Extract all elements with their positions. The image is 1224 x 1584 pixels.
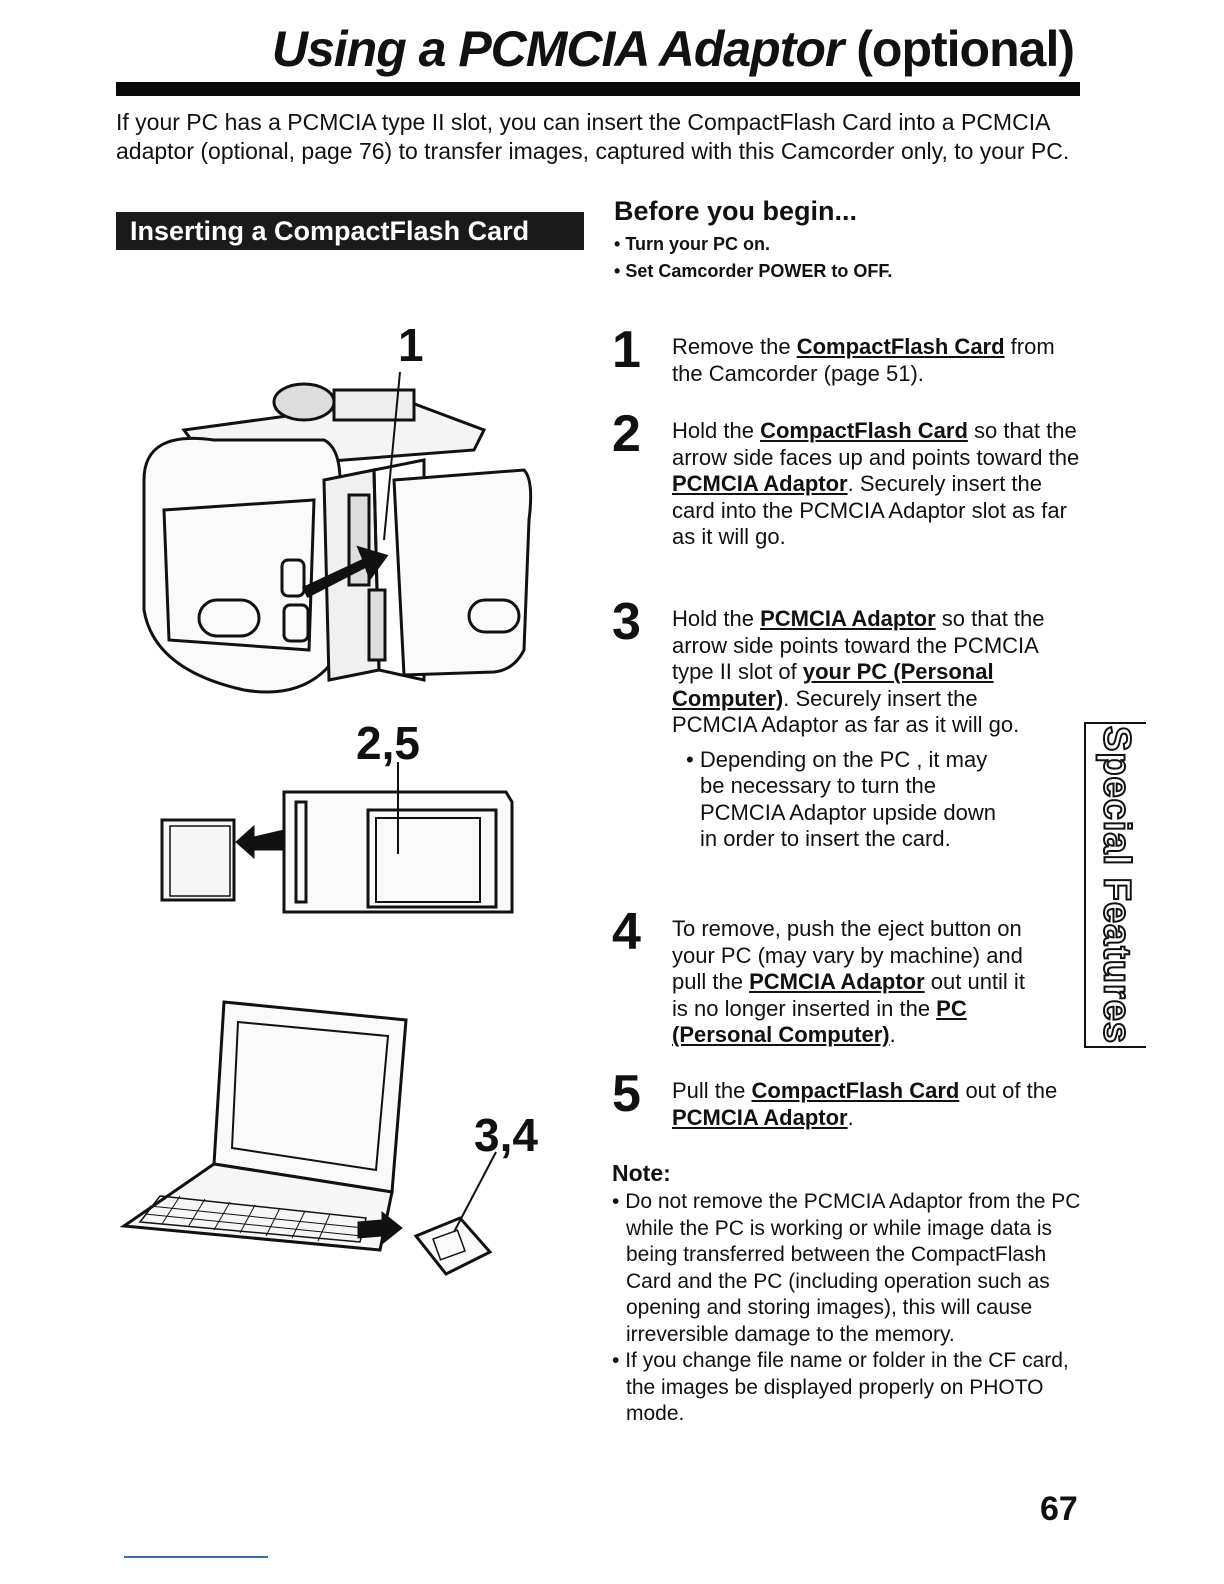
camcorder-illustration (142, 371, 533, 694)
step-text-part: Hold the (672, 606, 761, 631)
step-term: PC (Personal Computer) (672, 995, 967, 1048)
title-block: Using a PCMCIA Adaptor (optional) (116, 20, 1080, 98)
step-3: 3 Hold the PCMCIA Adaptor so that the ar… (612, 593, 1082, 853)
note-heading: Note: (612, 1160, 671, 1186)
title-rule (116, 82, 1080, 96)
step-3-subbullet: • Depending on the PC , it may be necess… (686, 746, 996, 852)
step-5: 5 Pull the CompactFlash Card out of the … (612, 1065, 1082, 1131)
step-text-part: . Securely insert the PCMCIA Adaptor as … (672, 685, 1020, 738)
step-text-part: from the Camcorder (page 51). (672, 334, 1055, 386)
note-block: Note: Do not remove the PCMCIA Adaptor f… (612, 1160, 1092, 1428)
step-number: 4 (612, 903, 641, 961)
before-item: Turn your PC on. (614, 231, 1074, 258)
step-text-part: Pull the (672, 1078, 752, 1103)
step-term: CompactFlash Card (796, 334, 1005, 359)
before-you-begin: Before you begin... Turn your PC on. Set… (614, 196, 1074, 285)
step-text-part: so that the arrow side points toward the… (672, 606, 1045, 684)
step-term: PCMCIA Adaptor (672, 471, 848, 496)
page-title: Using a PCMCIA Adaptor (optional) (271, 20, 1075, 78)
callout-2-5: 2,5 (356, 717, 420, 769)
card-adaptor-illustration (160, 762, 514, 914)
step-text: Pull the CompactFlash Card out of the PC… (672, 1078, 1082, 1131)
side-tab-label: Special Features (1095, 725, 1139, 1045)
note-item: Do not remove the PCMCIA Adaptor from th… (612, 1189, 1092, 1348)
intro-paragraph: If your PC has a PCMCIA type II slot, yo… (116, 109, 1070, 164)
step-text-part: so that the arrow side faces up and poin… (672, 418, 1080, 470)
callout-3-4: 3,4 (474, 1109, 538, 1161)
step-text-part: . (889, 1022, 896, 1047)
page-title-optional: (optional) (856, 21, 1075, 77)
bottom-rule (124, 1556, 268, 1558)
section-heading: Inserting a CompactFlash Card (116, 212, 584, 250)
subbullet-text: Depending on the PC , it may be necessar… (699, 746, 996, 852)
step-1: 1 Remove the CompactFlash Card from the … (612, 321, 1082, 387)
note-item: If you change file name or folder in the… (612, 1348, 1092, 1428)
step-term: your PC (Personal Computer) (672, 659, 994, 711)
step-text-part: . Securely insert the card into the PCMC… (672, 471, 1067, 549)
step-number: 1 (612, 321, 641, 379)
step-text: Remove the CompactFlash Card from the Ca… (672, 334, 1082, 387)
before-list: Turn your PC on. Set Camcorder POWER to … (614, 231, 1074, 285)
step-text-part: Hold the (672, 418, 761, 443)
step-term: PCMCIA Adaptor (672, 1104, 848, 1130)
step-number: 3 (612, 593, 641, 651)
page-title-main: Using a PCMCIA Adaptor (271, 21, 845, 77)
step-text-part: To remove, push the eject button on your… (672, 916, 1023, 994)
step-text-part: out of the (959, 1078, 1058, 1103)
step-text-part: Remove the (672, 334, 797, 359)
callout-1: 1 (398, 319, 424, 371)
side-tab: Special Features (1084, 722, 1146, 1048)
step-text: Hold the CompactFlash Card so that the a… (672, 418, 1082, 551)
before-item: Set Camcorder POWER to OFF. (614, 258, 1074, 285)
laptop-illustration (120, 1000, 497, 1276)
step-text: Hold the PCMCIA Adaptor so that the arro… (672, 606, 1046, 739)
step-term: CompactFlash Card (751, 1078, 960, 1103)
page-number: 67 (1040, 1490, 1078, 1528)
step-text-part: out until it is no longer inserted in th… (672, 969, 1025, 1021)
before-heading: Before you begin... (614, 196, 858, 226)
step-text-part: . (847, 1104, 854, 1130)
step-4: 4 To remove, push the eject button on yo… (612, 903, 1082, 1049)
step-term: CompactFlash Card (760, 418, 968, 443)
step-term: PCMCIA Adaptor (749, 969, 925, 994)
step-number: 5 (612, 1065, 641, 1123)
note-list: Do not remove the PCMCIA Adaptor from th… (612, 1189, 1092, 1428)
step-number: 2 (612, 405, 641, 463)
step-text: To remove, push the eject button on your… (672, 916, 1026, 1049)
step-term: PCMCIA Adaptor (760, 606, 936, 631)
step-2: 2 Hold the CompactFlash Card so that the… (612, 405, 1082, 551)
